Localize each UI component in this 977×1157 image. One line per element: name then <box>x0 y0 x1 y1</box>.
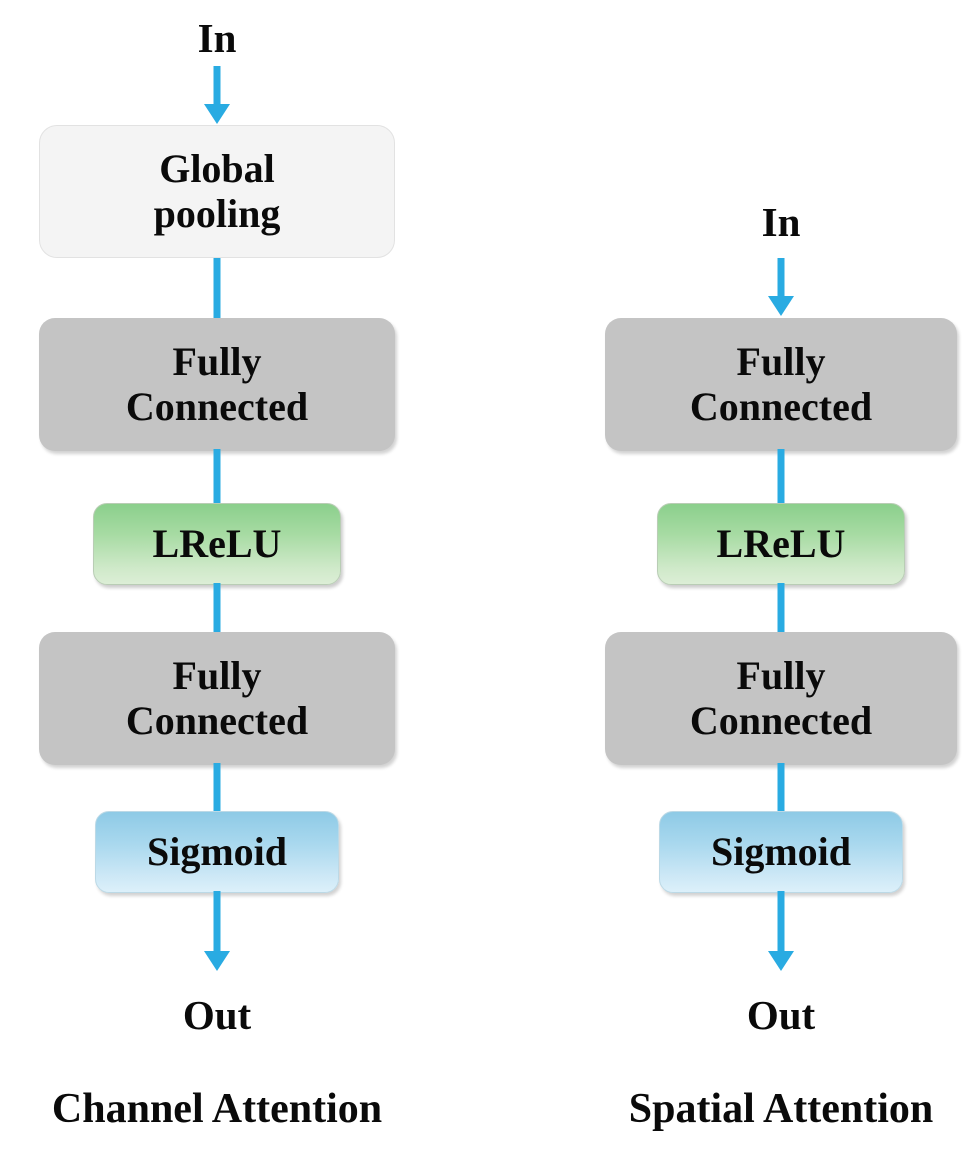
block-fully-connected-1[interactable]: Fully Connected <box>605 318 957 451</box>
connector-fc1-to-lrelu <box>213 449 221 505</box>
block-lrelu[interactable]: LReLU <box>657 503 905 585</box>
block-global-pooling[interactable]: Global pooling <box>39 125 395 258</box>
block-fully-connected-1-label: Fully Connected <box>125 338 309 429</box>
block-fully-connected-1[interactable]: Fully Connected <box>39 318 395 451</box>
arrow-down-icon <box>199 891 235 971</box>
connector-fc1-to-lrelu <box>777 449 785 505</box>
spatial-attention-caption: Spatial Attention <box>628 1086 934 1132</box>
arrow-down-icon <box>763 891 799 971</box>
connector-fc2-to-sigmoid <box>213 763 221 813</box>
block-lrelu-label: LReLU <box>152 520 282 566</box>
spatial-output-label: Out <box>746 992 816 1038</box>
connector-fc2-to-sigmoid <box>777 763 785 813</box>
block-fully-connected-2[interactable]: Fully Connected <box>39 632 395 765</box>
arrow-down-icon <box>763 258 799 316</box>
channel-attention-caption: Channel Attention <box>51 1086 383 1132</box>
block-fully-connected-2[interactable]: Fully Connected <box>605 632 957 765</box>
spatial-input-label: In <box>761 199 801 245</box>
connector-pool-to-fc1 <box>213 258 221 320</box>
block-sigmoid[interactable]: Sigmoid <box>659 811 903 893</box>
block-lrelu-label: LReLU <box>716 520 846 566</box>
arrow-down-icon <box>199 66 235 124</box>
connector-lrelu-to-fc2 <box>777 583 785 635</box>
block-fully-connected-2-label: Fully Connected <box>689 652 873 743</box>
connector-lrelu-to-fc2 <box>213 583 221 635</box>
block-global-pooling-label: Global pooling <box>153 145 281 236</box>
block-fully-connected-2-label: Fully Connected <box>125 652 309 743</box>
block-fully-connected-1-label: Fully Connected <box>689 338 873 429</box>
block-sigmoid-label: Sigmoid <box>146 828 288 874</box>
channel-input-label: In <box>197 15 237 61</box>
block-sigmoid-label: Sigmoid <box>710 828 852 874</box>
block-lrelu[interactable]: LReLU <box>93 503 341 585</box>
block-sigmoid[interactable]: Sigmoid <box>95 811 339 893</box>
channel-output-label: Out <box>182 992 252 1038</box>
